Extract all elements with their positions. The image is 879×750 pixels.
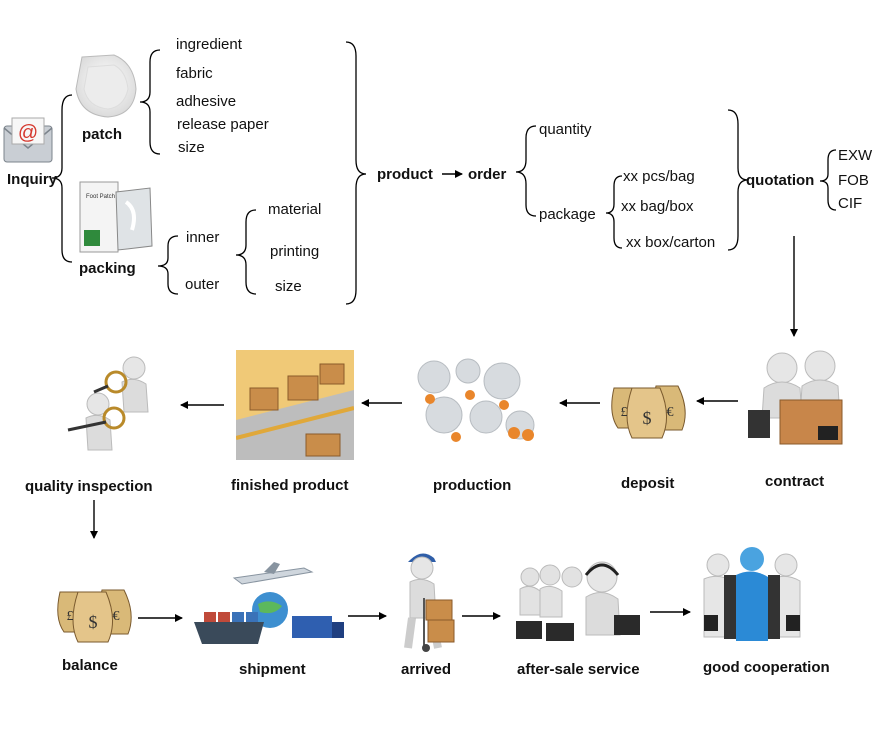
order-quantity-label: quantity (539, 121, 592, 138)
packing-item-printing: printing (270, 243, 320, 260)
packing-icon: Foot Patch (79, 181, 153, 253)
quotation-brace (727, 109, 749, 251)
svg-text:$: $ (89, 612, 98, 632)
step-balance-label: balance (62, 657, 118, 674)
svg-text:€: € (667, 405, 674, 420)
term-fob: FOB (838, 172, 869, 189)
email-envelope-icon: @ (3, 117, 53, 163)
shipment-icon (194, 562, 344, 644)
packing-label: packing (79, 260, 136, 277)
gears-icon (417, 358, 535, 442)
business-team-icon (703, 547, 801, 641)
svg-text:@: @ (18, 122, 38, 144)
product-brace (345, 41, 367, 305)
packing-item-size: size (275, 278, 302, 295)
step-contract-label: contract (765, 473, 825, 490)
package-option-bag-box: xx bag/box (621, 198, 694, 215)
packing-outer-label: outer (185, 276, 220, 293)
order-package-label: package (539, 206, 596, 223)
step-shipment-label: shipment (239, 661, 306, 678)
package-brace (605, 175, 623, 249)
delivery-person-icon (404, 553, 455, 652)
svg-text:€: € (113, 609, 120, 624)
step-deposit-label: deposit (621, 475, 675, 492)
inner-outer-brace (235, 209, 257, 295)
order-label: order (468, 166, 507, 183)
patch-item-release-paper: release paper (177, 116, 269, 133)
product-label: product (377, 166, 433, 183)
patch-item-adhesive: adhesive (176, 93, 237, 110)
svg-text:$: $ (643, 408, 652, 428)
step-quality-inspection-label: quality inspection (25, 478, 153, 495)
packing-item-material: material (268, 201, 322, 218)
quotation-label: quotation (746, 172, 815, 189)
step-production-label: production (433, 477, 512, 494)
package-option-box-carton: xx box/carton (626, 234, 716, 251)
svg-text:£: £ (621, 405, 628, 420)
step-finished-product-label: finished product (231, 477, 349, 494)
order-brace (515, 125, 537, 217)
svg-text:£: £ (67, 609, 74, 624)
inquiry-brace (51, 94, 73, 263)
terms-brace (819, 149, 837, 211)
patch-item-size: size (178, 139, 205, 156)
customer-service-icon (516, 561, 640, 641)
boxes-conveyor-icon (236, 350, 354, 460)
term-exw: EXW (838, 147, 873, 164)
patch-icon (75, 54, 137, 118)
svg-text:Foot Patch: Foot Patch (86, 194, 115, 200)
step-after-sale-service-label: after-sale service (517, 661, 640, 678)
money-bags-icon: £ $ € (611, 385, 686, 439)
inquiry-label: Inquiry (7, 171, 58, 188)
step-good-cooperation-label: good cooperation (703, 659, 830, 676)
term-cif: CIF (838, 195, 863, 212)
package-option-pcs-bag: xx pcs/bag (623, 168, 695, 185)
money-bags-icon: £ $ € (57, 589, 132, 643)
packing-brace (157, 235, 179, 295)
patch-item-ingredient: ingredient (176, 36, 242, 53)
packing-inner-label: inner (186, 229, 220, 246)
patch-brace (139, 49, 161, 155)
contract-icon (748, 350, 843, 445)
magnifier-people-icon (67, 356, 149, 451)
step-arrived-label: arrived (401, 661, 452, 678)
patch-item-fabric: fabric (176, 65, 213, 82)
patch-label: patch (82, 126, 123, 143)
